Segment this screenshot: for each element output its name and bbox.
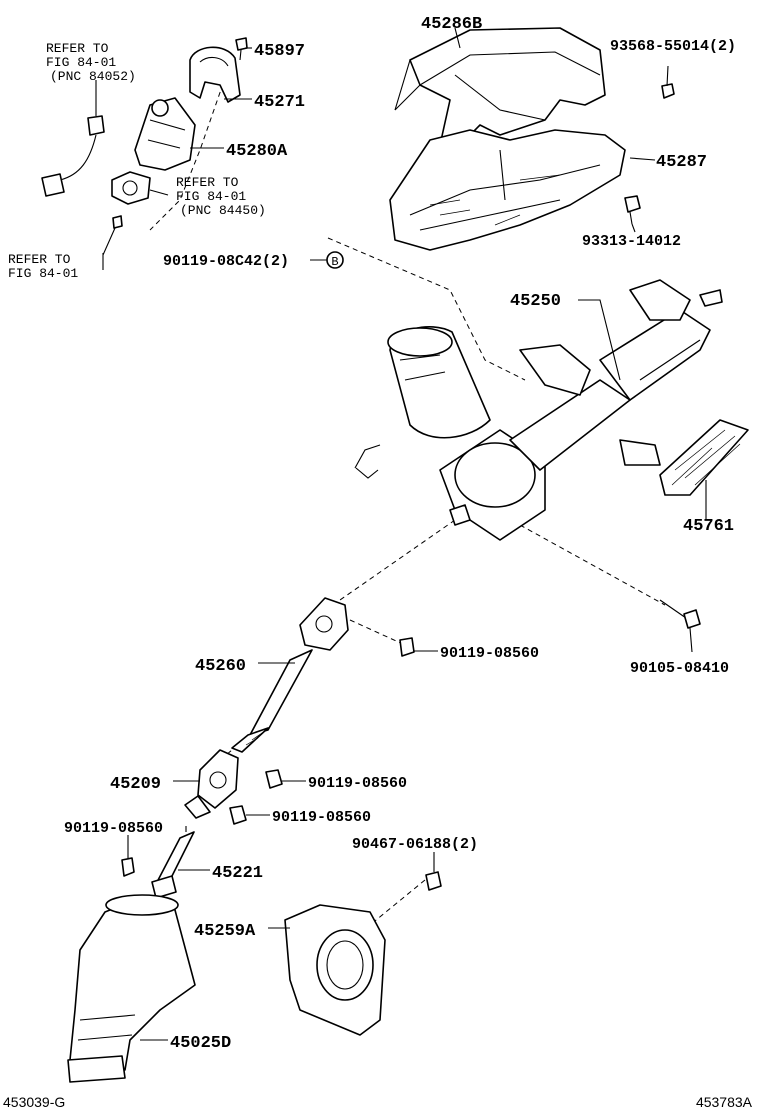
refer-label-84052-line1: REFER TO <box>46 41 109 56</box>
label-90105-08410: 90105-08410 <box>630 660 729 677</box>
label-45286b: 45286B <box>421 15 482 34</box>
refer-label-84450-line3: (PNC 84450) <box>180 203 266 218</box>
label-45250: 45250 <box>510 292 561 311</box>
label-45260: 45260 <box>195 657 246 676</box>
bracket-45271 <box>189 46 241 103</box>
label-45209: 45209 <box>110 775 161 794</box>
screw-45897 <box>235 37 248 61</box>
cover-45259a <box>284 904 386 1036</box>
bolt-90119-08560-a <box>399 637 415 657</box>
part-number-labels: 45286B 93568-55014(2) 45287 93313-14012 … <box>64 15 736 1053</box>
bolt-90105 <box>659 599 701 629</box>
upper-column-cover-45286b <box>394 27 606 151</box>
refer-label-84450-line2: FIG 84-01 <box>176 189 246 204</box>
marker-b: B <box>310 251 344 269</box>
label-45761: 45761 <box>683 517 734 536</box>
leader-lines <box>95 27 707 1041</box>
label-90119-08560-d: 90119-08560 <box>64 820 163 837</box>
label-45271: 45271 <box>254 93 305 112</box>
clip-90467 <box>425 871 442 891</box>
screw-93568 <box>661 65 675 99</box>
screw-93313 <box>624 195 641 225</box>
refer-labels: REFER TO FIG 84-01 (PNC 84052) REFER TO … <box>8 41 266 281</box>
label-90119-08560-a: 90119-08560 <box>440 645 539 662</box>
refer-label-84052-line2: FIG 84-01 <box>46 55 116 70</box>
bolt-90119-08560-c <box>229 805 247 825</box>
label-45221: 45221 <box>212 864 263 883</box>
label-45897: 45897 <box>254 42 305 61</box>
label-93568-55014: 93568-55014(2) <box>610 38 736 55</box>
shaft-45221 <box>151 831 195 899</box>
bolt-90119-08560-d <box>121 857 135 877</box>
steering-column-assembly-45250 <box>354 279 723 541</box>
label-93313-14012: 93313-14012 <box>582 233 681 250</box>
universal-joint-45209 <box>184 749 239 819</box>
sensor-84450 <box>111 171 151 205</box>
lower-column-cover-45287 <box>389 129 626 251</box>
small-screw <box>112 215 123 229</box>
label-90467-06188: 90467-06188(2) <box>352 836 478 853</box>
bolt-90119-08560-b <box>265 769 283 789</box>
protector-45761 <box>659 419 749 496</box>
footer-right-code: 453783A <box>696 1094 753 1110</box>
refer-label-fig-line2: FIG 84-01 <box>8 266 78 281</box>
switch-body-45280a <box>134 97 196 171</box>
refer-label-84450-line1: REFER TO <box>176 175 239 190</box>
label-90119-08560-b: 90119-08560 <box>308 775 407 792</box>
label-45280a: 45280A <box>226 142 288 161</box>
refer-label-fig-line1: REFER TO <box>8 252 71 267</box>
marker-b-letter: B <box>331 255 338 269</box>
boot-45025d <box>67 894 196 1083</box>
label-45259a: 45259A <box>194 922 256 941</box>
label-90119-08c42: 90119-08C42(2) <box>163 253 289 270</box>
intermediate-shaft-45260 <box>231 597 349 753</box>
label-45287: 45287 <box>656 153 707 172</box>
label-45025d: 45025D <box>170 1034 231 1053</box>
label-90119-08560-c: 90119-08560 <box>272 809 371 826</box>
refer-label-84052-line3: (PNC 84052) <box>50 69 136 84</box>
footer-left-code: 453039-G <box>3 1094 65 1110</box>
connector-harness-84052 <box>41 115 105 197</box>
